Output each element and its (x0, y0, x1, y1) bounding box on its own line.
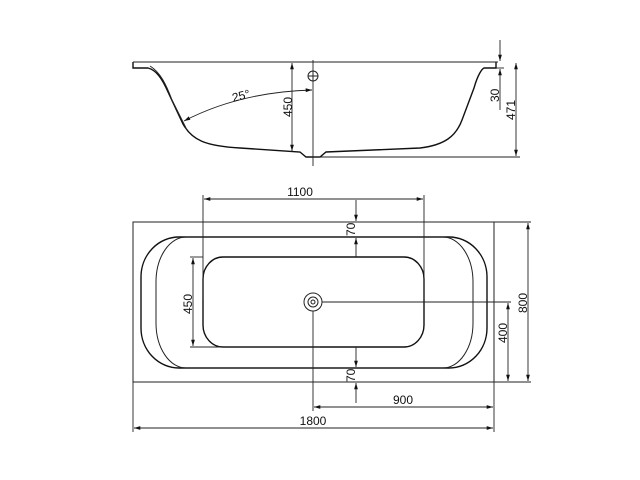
bottom-margin-label: 70 (344, 368, 358, 382)
length-label: 1800 (300, 414, 327, 428)
drain-offset-y-label: 400 (496, 323, 510, 343)
drain-offset-x-label: 900 (393, 393, 413, 407)
top-margin-label: 70 (344, 222, 358, 236)
angle-label: 25° (231, 87, 252, 105)
tub-profile (132, 62, 497, 158)
top-view: 1100 70 70 450 400 800 900 1800 (132, 185, 531, 432)
angle-dimension (183, 88, 313, 122)
basin-length-label: 1100 (287, 185, 313, 199)
height-label: 471 (504, 100, 518, 120)
basin-width-label: 450 (181, 294, 195, 314)
rim-label: 30 (488, 88, 502, 102)
rim-inner (155, 236, 474, 369)
side-view: 25° 450 471 30 (132, 40, 520, 166)
drain-icon (303, 292, 323, 312)
tub-wall-inner (149, 65, 187, 129)
width-label: 800 (516, 293, 530, 313)
depth-label: 450 (281, 97, 295, 117)
